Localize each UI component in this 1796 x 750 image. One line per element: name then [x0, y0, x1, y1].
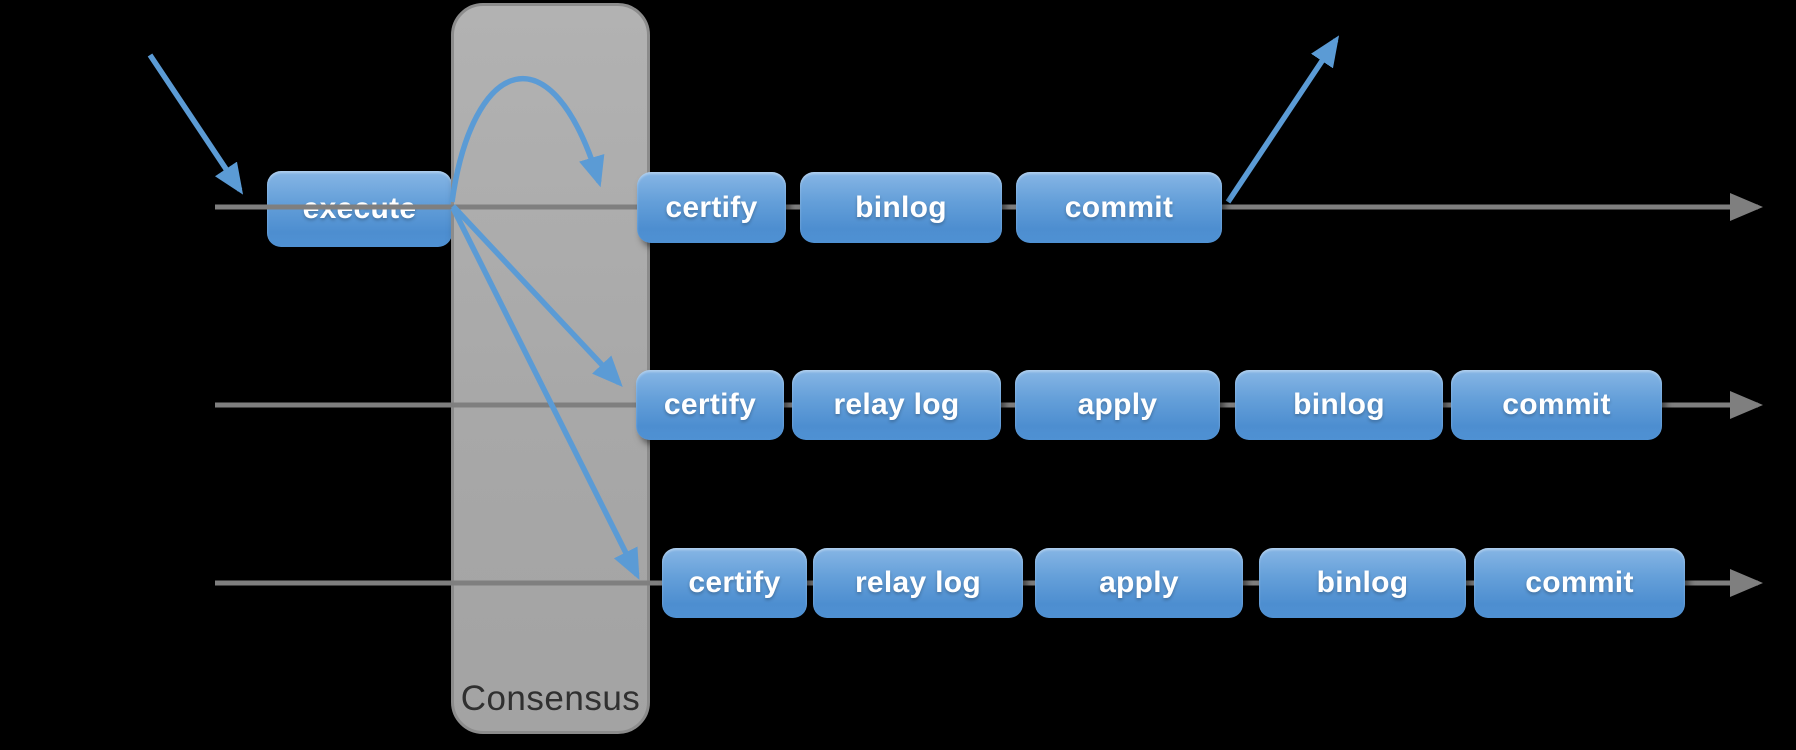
stage-box-apply: apply	[1015, 370, 1220, 440]
stage-box-commit: commit	[1451, 370, 1662, 440]
stage-box-apply: apply	[1035, 548, 1243, 618]
stage-box-binlog: binlog	[800, 172, 1002, 243]
stage-box-binlog: binlog	[1259, 548, 1466, 618]
stage-box-relay-log: relay log	[813, 548, 1023, 618]
response-arrow	[1225, 35, 1340, 204]
incoming-arrow	[147, 53, 244, 195]
stage-box-commit: commit	[1474, 548, 1685, 618]
stage-box-relay-log: relay log	[792, 370, 1001, 440]
stage-box-certify: certify	[636, 370, 784, 440]
stage-box-certify: certify	[637, 172, 786, 243]
consensus-panel: Consensus	[451, 3, 650, 734]
consensus-label: Consensus	[460, 679, 641, 718]
stage-box-binlog: binlog	[1235, 370, 1443, 440]
stage-box-commit: commit	[1016, 172, 1222, 243]
stage-box-certify: certify	[662, 548, 807, 618]
stage-box-execute: execute	[267, 171, 452, 247]
